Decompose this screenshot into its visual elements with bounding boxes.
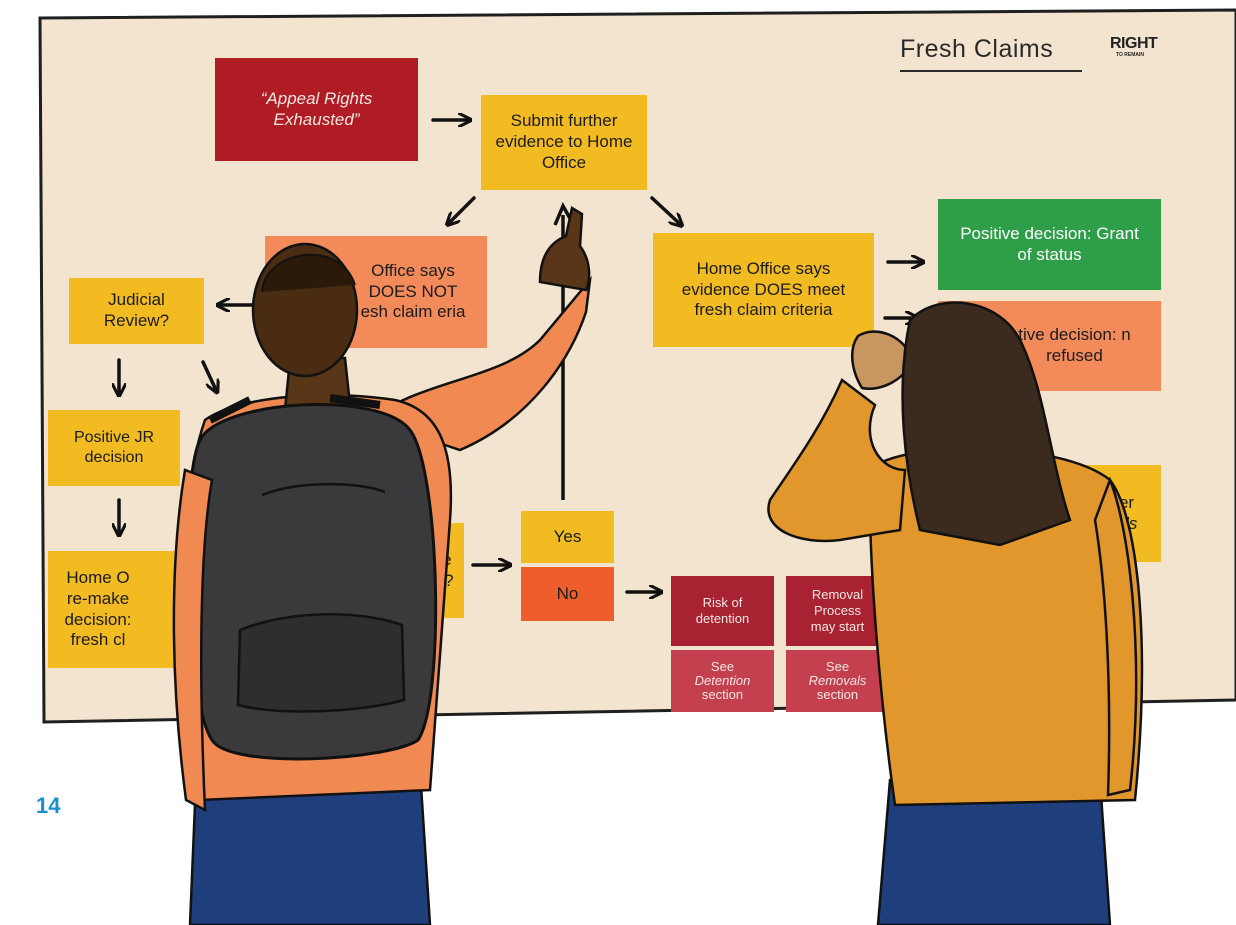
woman-figure — [767, 301, 1144, 925]
page-number: 14 — [36, 793, 61, 818]
see-removals-text-1: See — [825, 658, 850, 674]
woman-hair — [901, 301, 1072, 547]
woman-right-arm — [1093, 476, 1138, 797]
arrow-submit-to-not-meet — [449, 196, 476, 223]
backpack-strap-left — [208, 396, 252, 424]
submit-evidence-box: Submit further evidence to Home Office — [481, 95, 647, 190]
board-title-underline — [900, 70, 1082, 72]
see-removals-text-3: section — [816, 687, 859, 703]
arrow-submit-to-meet — [650, 196, 680, 224]
see-detention-box: See Detention section — [671, 650, 774, 712]
see-removals-box: See Removals section — [786, 650, 889, 712]
risk-of-detention-box: Risk of detention — [671, 576, 774, 646]
appeal-rights-exhausted-box: “Appeal Rights Exhausted” — [215, 58, 418, 161]
logo-line-1: RIGHT — [1110, 35, 1158, 52]
man-raised-arm — [367, 275, 592, 452]
yes-box: Yes — [521, 511, 614, 563]
right-to-remain-logo: RIGHT TO REMAIN — [1110, 35, 1158, 59]
see-detention-text-1: See — [710, 658, 735, 674]
man-pointing-hand — [538, 206, 591, 292]
arrow-jr-to-negative — [201, 360, 216, 390]
man-hair — [261, 253, 356, 293]
man-left-arm — [172, 468, 214, 813]
woman-hand — [850, 330, 914, 390]
see-removals-text-2: Removals — [808, 672, 867, 688]
man-figure — [172, 206, 592, 925]
see-detention-text-2: Detention — [694, 672, 751, 688]
backpack-strap-right — [329, 394, 381, 409]
see-detention-text-3: section — [701, 687, 744, 703]
grant-of-status-box: Positive decision: Grant of status — [938, 199, 1161, 290]
logo-line-2: TO REMAIN — [1116, 52, 1144, 58]
positive-jr-decision-box: Positive JR decision — [48, 410, 180, 486]
does-meet-criteria-box: Home Office says evidence DOES meet fres… — [653, 233, 874, 347]
no-box: No — [521, 567, 614, 621]
backpack-zip — [261, 482, 386, 497]
woman-raised-arm — [767, 378, 907, 543]
board-title: Fresh Claims — [900, 35, 1054, 63]
judicial-review-box: Judicial Review? — [69, 278, 204, 344]
backpack-pocket — [236, 613, 406, 713]
home-office-remake-box: Home O re-make decision: fresh cl — [48, 551, 180, 668]
